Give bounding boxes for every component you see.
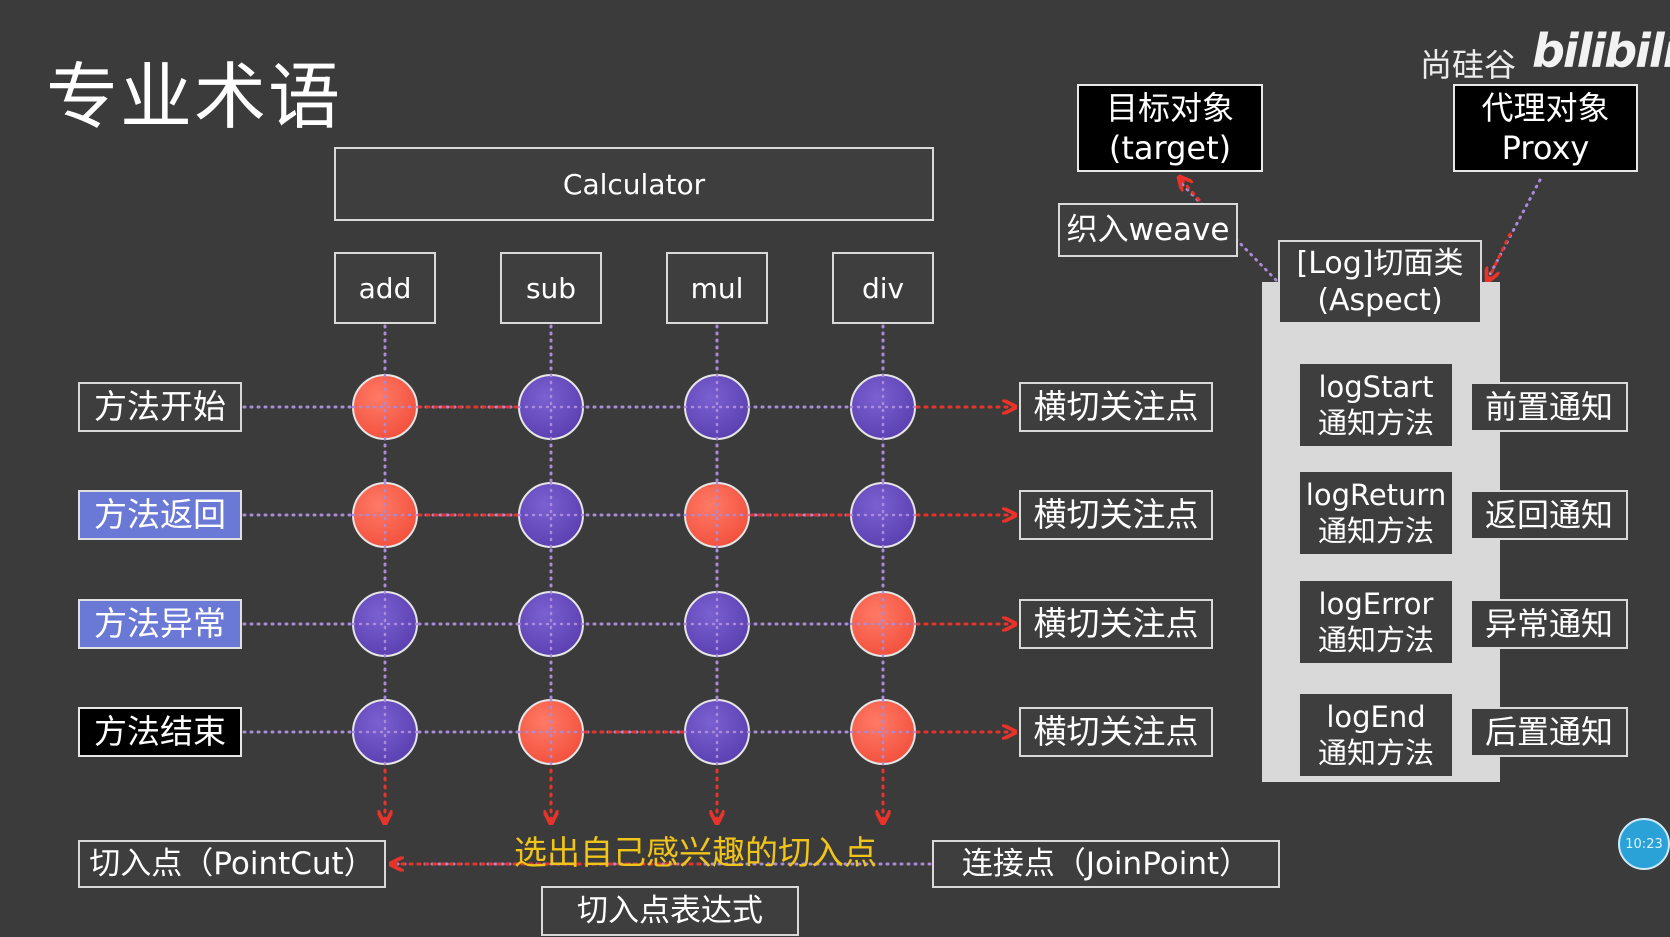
proxy-line1: 代理对象 [1481, 89, 1610, 127]
joinpoint-selected [850, 591, 916, 657]
notify-method-name: logReturn [1305, 477, 1447, 512]
notify-method-start: logStart 通知方法 [1298, 362, 1454, 448]
notify-method-name: logStart [1318, 369, 1434, 404]
joinpoint [684, 591, 750, 657]
aspect-class-box: [Log]切面类 (Aspect) [1278, 240, 1482, 324]
notify-method-suffix: 通知方法 [1317, 736, 1434, 770]
notify-method-suffix: 通知方法 [1317, 406, 1434, 440]
advice-end-label: 方法结束 [78, 707, 242, 757]
joinpoint [850, 482, 916, 548]
aspect-line2: (Aspect) [1317, 283, 1443, 318]
proxy-line2: Proxy [1501, 129, 1590, 167]
crosscut-label-2: 横切关注点 [1019, 490, 1213, 540]
method-add: add [334, 252, 436, 324]
notify-method-error: logError 通知方法 [1298, 579, 1454, 665]
crosscut-label-1: 横切关注点 [1019, 382, 1213, 432]
joinpoint [518, 591, 584, 657]
notice-after: 后置通知 [1470, 707, 1628, 757]
advice-return-label: 方法返回 [78, 490, 242, 540]
target-line2: (target) [1108, 129, 1232, 167]
advice-start-label: 方法开始 [78, 382, 242, 432]
proxy-arrow [1488, 232, 1512, 280]
method-sub: sub [500, 252, 602, 324]
weave-box: 织入weave [1058, 203, 1238, 257]
joinpoint [518, 482, 584, 548]
pointcut-box: 切入点（PointCut） [78, 840, 386, 888]
notice-before: 前置通知 [1470, 382, 1628, 432]
joinpoint [850, 374, 916, 440]
joinpoint-box: 连接点（JoinPoint） [932, 840, 1280, 888]
timestamp-badge[interactable]: 10:23 [1618, 818, 1670, 870]
notice-return: 返回通知 [1470, 490, 1628, 540]
proxy-object-box: 代理对象 Proxy [1453, 84, 1638, 172]
crosscut-label-4: 横切关注点 [1019, 707, 1213, 757]
notify-method-return: logReturn 通知方法 [1298, 470, 1454, 556]
notify-method-name: logError [1318, 586, 1434, 621]
advice-exception-label: 方法异常 [78, 599, 242, 649]
target-line1: 目标对象 [1105, 89, 1234, 127]
joinpoint [684, 699, 750, 765]
joinpoint [352, 699, 418, 765]
method-mul: mul [666, 252, 768, 324]
joinpoint-selected [850, 699, 916, 765]
watermark-text: 尚硅谷 [1420, 46, 1517, 84]
pointcut-expression-box: 切入点表达式 [541, 886, 799, 936]
aspect-line1: [Log]切面类 [1296, 245, 1464, 281]
target-object-box: 目标对象 (target) [1077, 84, 1263, 172]
joinpoint [684, 374, 750, 440]
crosscut-label-3: 横切关注点 [1019, 599, 1213, 649]
joinpoint-selected [352, 374, 418, 440]
joinpoint-selected [352, 482, 418, 548]
joinpoint-selected [684, 482, 750, 548]
joinpoint [518, 374, 584, 440]
joinpoint [352, 591, 418, 657]
proxy-dotted [1484, 178, 1542, 284]
notify-method-name: logEnd [1326, 699, 1426, 734]
calculator-box: Calculator [334, 147, 934, 221]
bilibili-logo: bilibili [1532, 24, 1670, 78]
joinpoint-selected [518, 699, 584, 765]
notify-method-suffix: 通知方法 [1317, 514, 1434, 548]
page-title: 专业术语 [46, 55, 343, 139]
notice-exception: 异常通知 [1470, 599, 1628, 649]
notify-method-end: logEnd 通知方法 [1298, 692, 1454, 778]
select-pointcut-caption: 选出自己感兴趣的切入点 [514, 833, 877, 872]
notify-method-suffix: 通知方法 [1317, 623, 1434, 657]
method-div: div [832, 252, 934, 324]
